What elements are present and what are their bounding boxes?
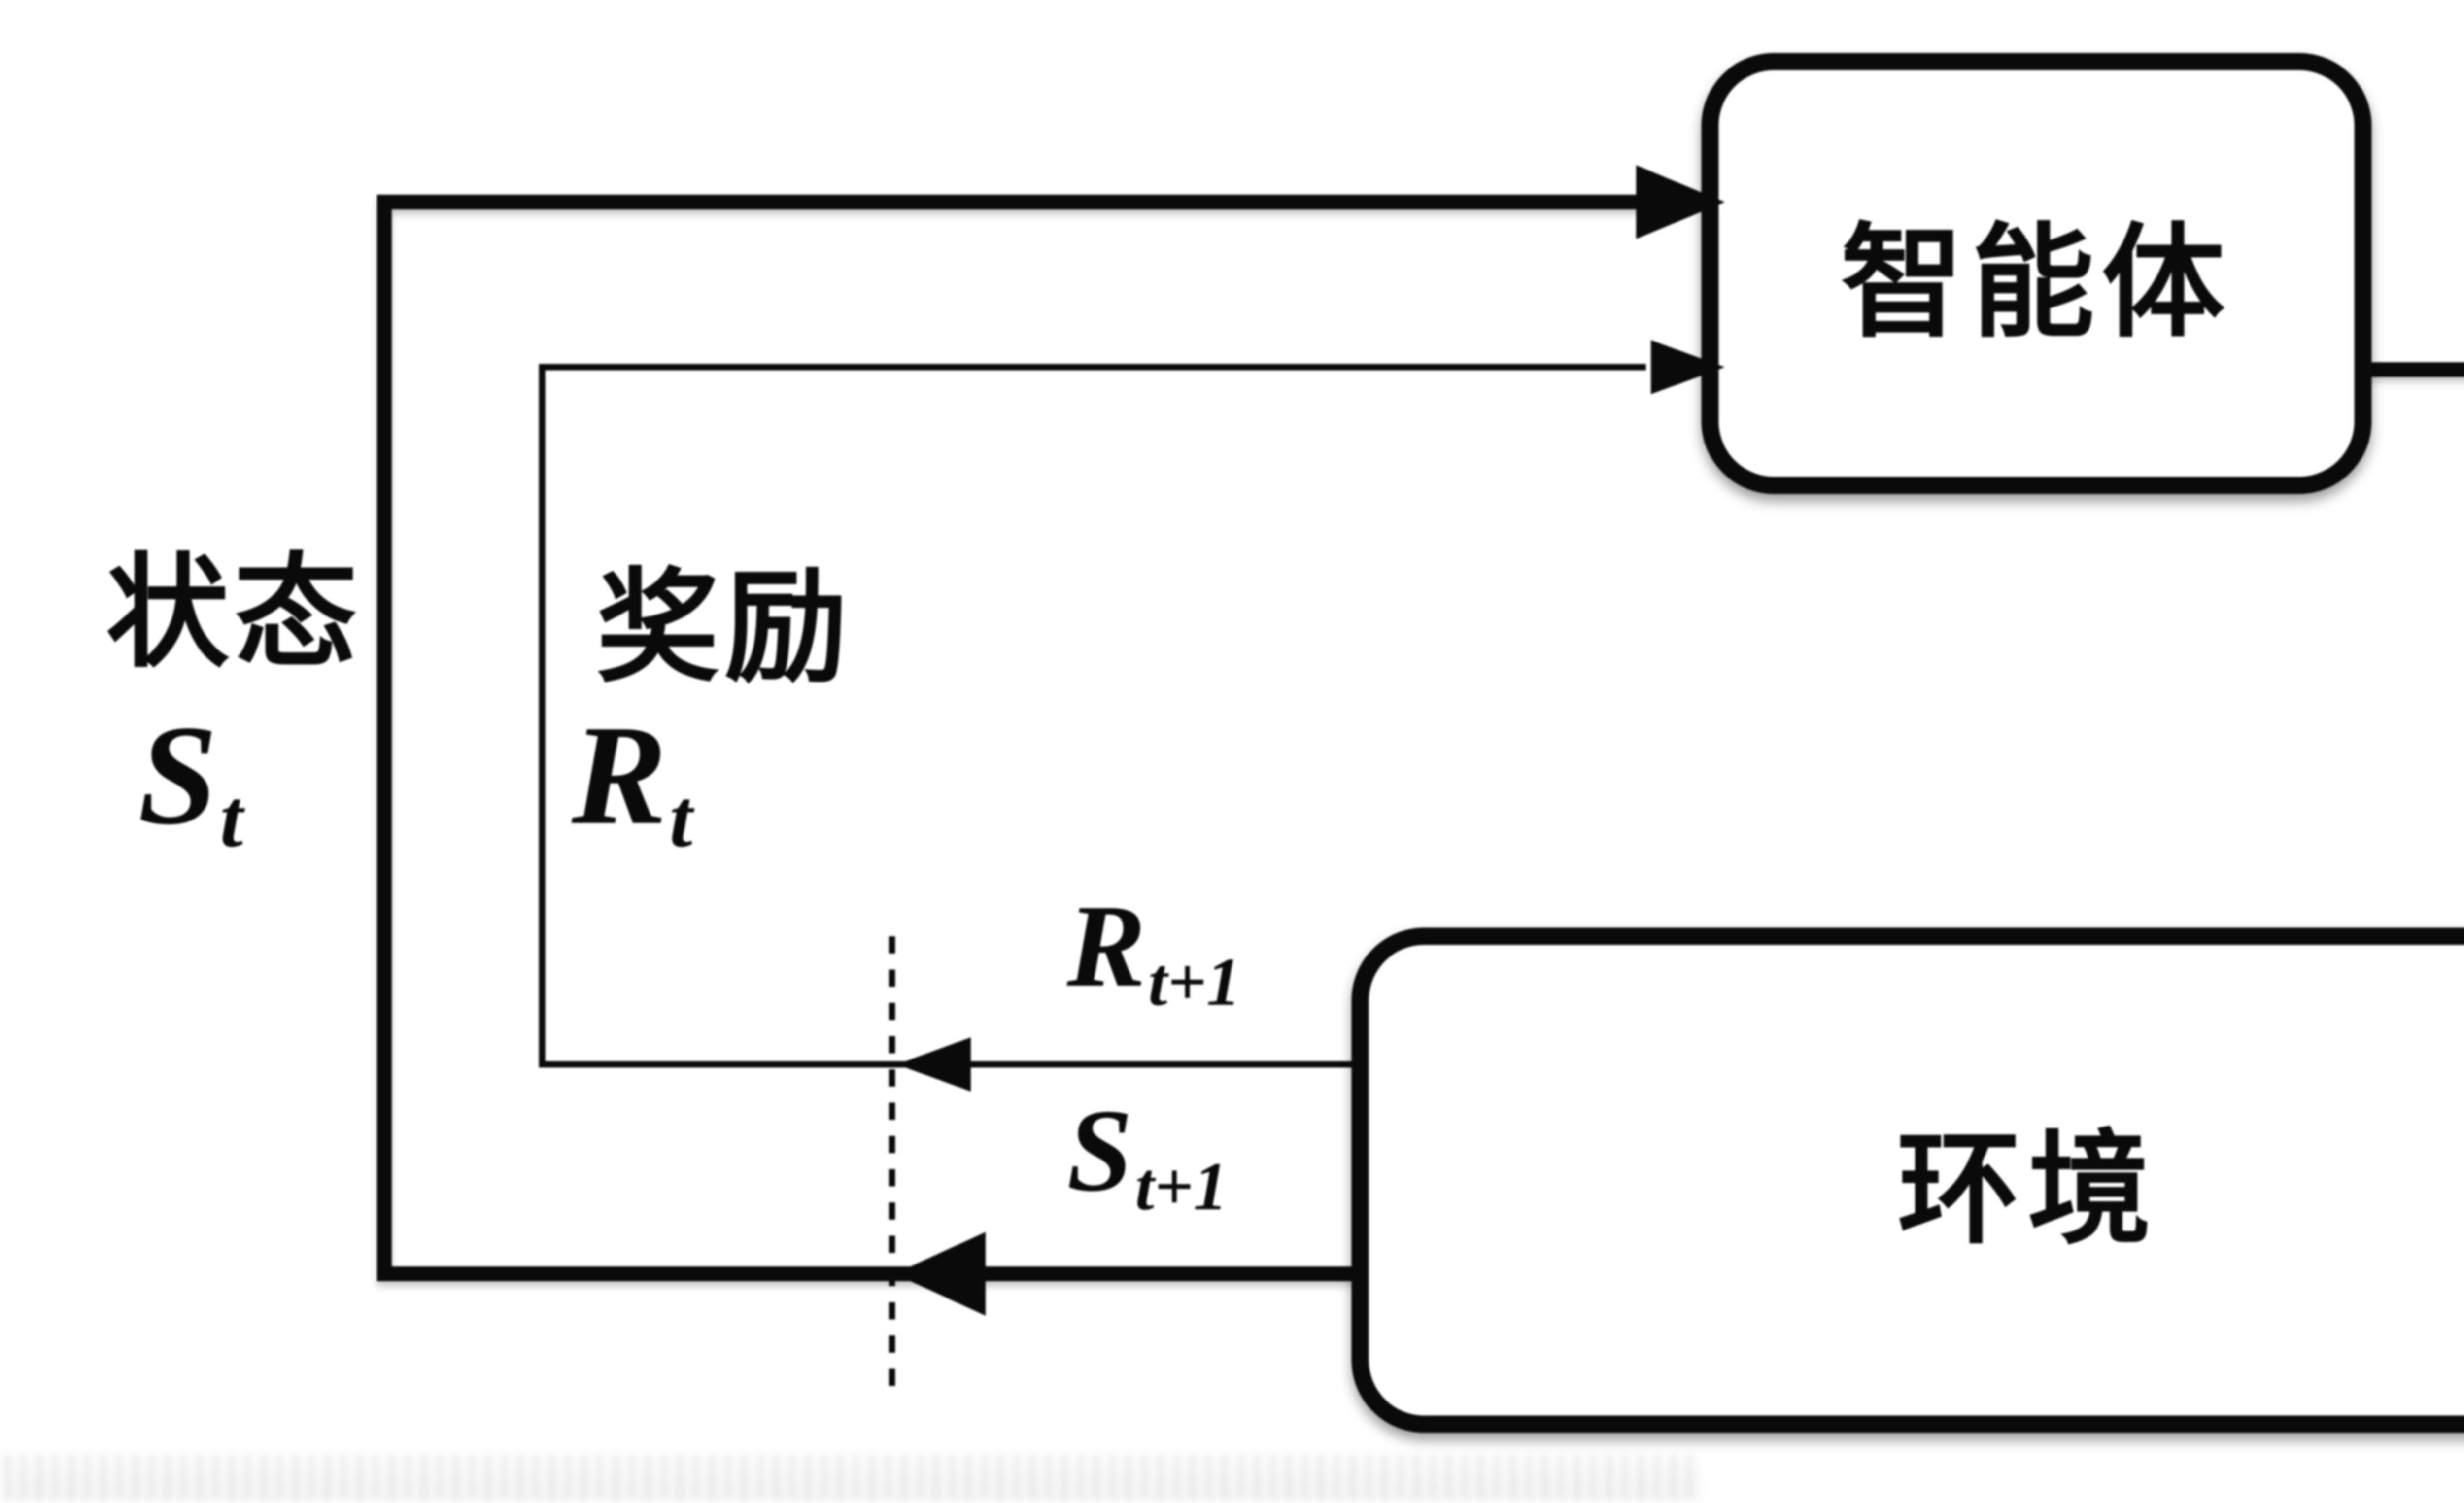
environment-box xyxy=(1351,927,2464,1433)
reward-label: 奖励 xyxy=(596,559,853,697)
state-symbol-subscript: t xyxy=(220,775,243,866)
next-state-symbol-subscript: t+1 xyxy=(1135,1150,1228,1227)
agent-box-label: 智能体 xyxy=(1710,62,2363,485)
next-state-arrowhead xyxy=(894,1232,986,1316)
next-reward-symbol-subscript: t+1 xyxy=(1148,945,1241,1022)
reward-symbol-subscript: t xyxy=(669,775,693,866)
next-reward-arrowhead xyxy=(897,1037,971,1092)
agent-box xyxy=(1701,53,2372,494)
next-reward-symbol-base: R xyxy=(1067,882,1146,1013)
cropped-caption-remnant xyxy=(5,1454,1700,1501)
next-state-symbol-base: S xyxy=(1067,1087,1133,1217)
state-label: 状态 xyxy=(106,545,362,683)
state-into-agent-arrowhead xyxy=(1636,165,1725,239)
environment-box-label: 环境 xyxy=(1360,936,2464,1424)
agent-box-label-text: 智能体 xyxy=(1841,214,2232,352)
environment-box-label-text: 环境 xyxy=(1897,1121,2158,1259)
reward-into-agent-arrowhead xyxy=(1651,340,1725,394)
state-symbol-base: S xyxy=(138,695,218,855)
reward-symbol-base: R xyxy=(572,695,667,855)
state-feedback-line xyxy=(377,195,1646,1281)
